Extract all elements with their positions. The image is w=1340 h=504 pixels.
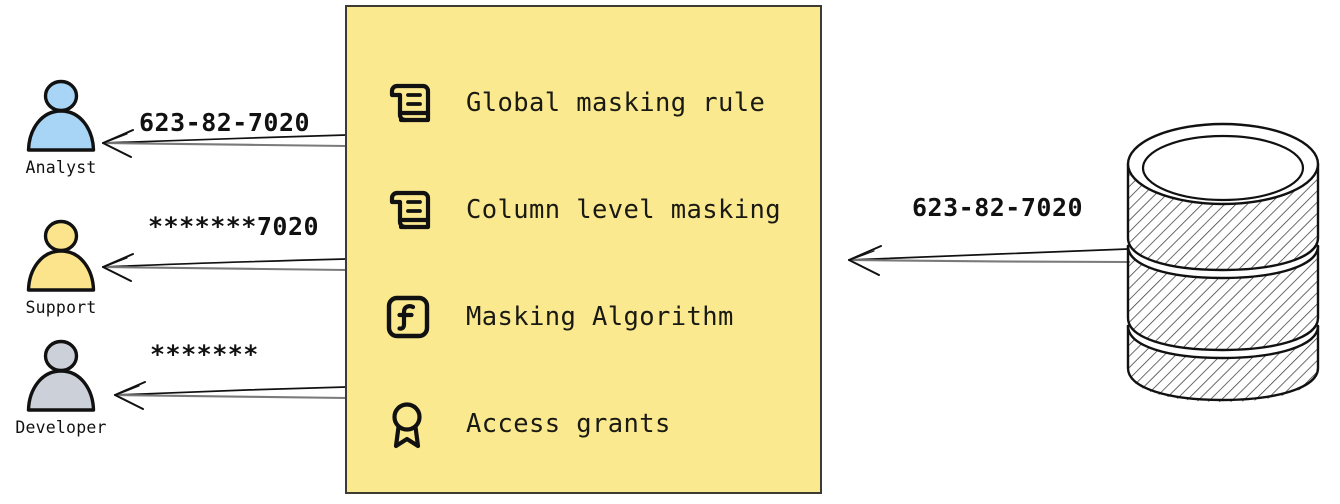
panel-row: Access grants bbox=[379, 370, 820, 477]
panel-row: Masking Algorithm bbox=[379, 263, 820, 370]
actor-label: Developer bbox=[15, 418, 107, 437]
arrow-left-icon bbox=[101, 129, 348, 158]
database-cylinder-icon bbox=[1118, 118, 1340, 403]
actor-support: Support bbox=[0, 218, 126, 317]
actor-analyst: Analyst bbox=[0, 78, 126, 177]
actor-label: Support bbox=[25, 298, 97, 317]
scroll-document-icon bbox=[379, 74, 437, 132]
database-flow-label: 623-82-7020 bbox=[912, 193, 1084, 222]
panel-row-label: Column level masking bbox=[466, 194, 782, 225]
arrow-left-icon bbox=[847, 245, 1130, 276]
panel-row: Column level masking bbox=[379, 156, 820, 263]
person-icon bbox=[26, 219, 96, 292]
panel-row-label: Global masking rule bbox=[466, 87, 766, 118]
function-f-icon bbox=[379, 288, 437, 346]
arrow-panel-to-developer bbox=[112, 378, 348, 412]
arrow-database-to-panel bbox=[846, 243, 1130, 277]
panel-row: Global masking rule bbox=[379, 49, 820, 156]
analyst-flow-label: 623-82-7020 bbox=[139, 108, 311, 137]
arrow-panel-to-analyst bbox=[100, 126, 348, 160]
developer-flow-label: ******* bbox=[150, 340, 259, 369]
arrow-left-icon bbox=[101, 253, 348, 282]
panel-row-label: Access grants bbox=[466, 408, 671, 439]
person-icon bbox=[26, 79, 96, 152]
arrow-left-icon bbox=[113, 381, 348, 410]
scroll-document-icon bbox=[379, 181, 437, 239]
panel-row-label: Masking Algorithm bbox=[466, 301, 734, 332]
masking-panel: Global masking rule Column level masking bbox=[345, 5, 822, 494]
actor-developer: Developer bbox=[0, 338, 126, 437]
award-ribbon-icon bbox=[379, 395, 437, 453]
support-flow-label: *******7020 bbox=[148, 212, 320, 241]
arrow-panel-to-support bbox=[100, 250, 348, 284]
person-icon bbox=[26, 339, 96, 412]
actor-label: Analyst bbox=[25, 158, 97, 177]
